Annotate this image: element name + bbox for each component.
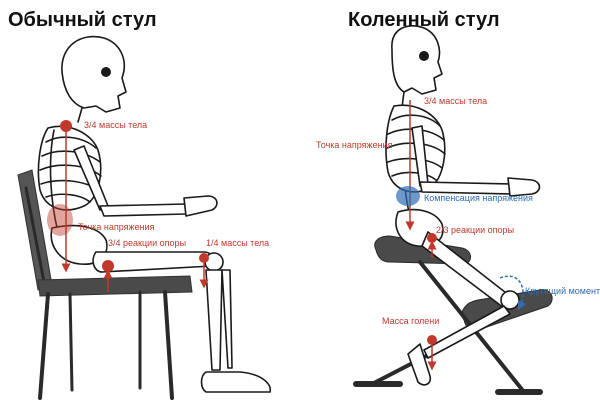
tibia-right	[423, 305, 511, 359]
right-label-torque: Крутящий момент	[525, 286, 600, 296]
chair-leg-back-left	[38, 292, 50, 400]
hand-right	[507, 177, 541, 197]
skull-icon	[61, 35, 127, 113]
chair-leg-front-left	[163, 290, 174, 400]
left-title: Обычный стул	[8, 9, 157, 31]
regular-chair	[17, 169, 193, 400]
eye-socket-icon	[419, 51, 429, 61]
mass-point-marker	[60, 120, 72, 132]
right-label-mass-3-4: 3/4 массы тела	[424, 96, 487, 106]
left-label-mass-1-4: 1/4 массы тела	[206, 238, 269, 248]
torque-arrow	[499, 275, 527, 311]
hand-left	[183, 195, 218, 217]
left-annotations: 3/4 массы тела Точка напряжения 3/4 реак…	[47, 120, 269, 292]
support-point-marker	[102, 260, 114, 272]
right-label-shin-mass: Масса голени	[382, 316, 439, 326]
skeleton-left	[37, 35, 271, 393]
skull-icon	[391, 25, 443, 95]
chair-leg-back-right	[68, 292, 74, 392]
tibia-left	[205, 269, 223, 371]
left-label-support: 3/4 реакции опоры	[108, 238, 186, 248]
right-label-support: 2/3 реакции опоры	[436, 225, 514, 235]
fibula-left	[221, 269, 233, 369]
chair-seat	[37, 275, 193, 297]
eye-socket-icon	[101, 67, 111, 77]
compensation-zone-marker	[396, 186, 420, 206]
tension-zone-marker	[47, 204, 73, 236]
foot-right	[407, 343, 432, 386]
right-annotations: 3/4 массы тела Точка напряжения Компенса…	[316, 96, 600, 371]
skeleton-right	[385, 25, 541, 386]
chair-backrest-slat	[24, 186, 46, 284]
right-title: Коленный стул	[348, 9, 500, 31]
forearm-left	[99, 203, 187, 217]
femur-right	[421, 231, 514, 310]
left-label-tension: Точка напряжения	[78, 222, 155, 232]
right-label-tension: Точка напряжения	[316, 140, 393, 150]
knee-mass-marker	[199, 253, 209, 263]
right-label-compensation: Компенсация напряжения	[424, 193, 533, 203]
shin-mass-marker	[427, 335, 437, 345]
left-label-mass-3-4: 3/4 массы тела	[84, 120, 147, 130]
foot-left	[200, 371, 271, 393]
